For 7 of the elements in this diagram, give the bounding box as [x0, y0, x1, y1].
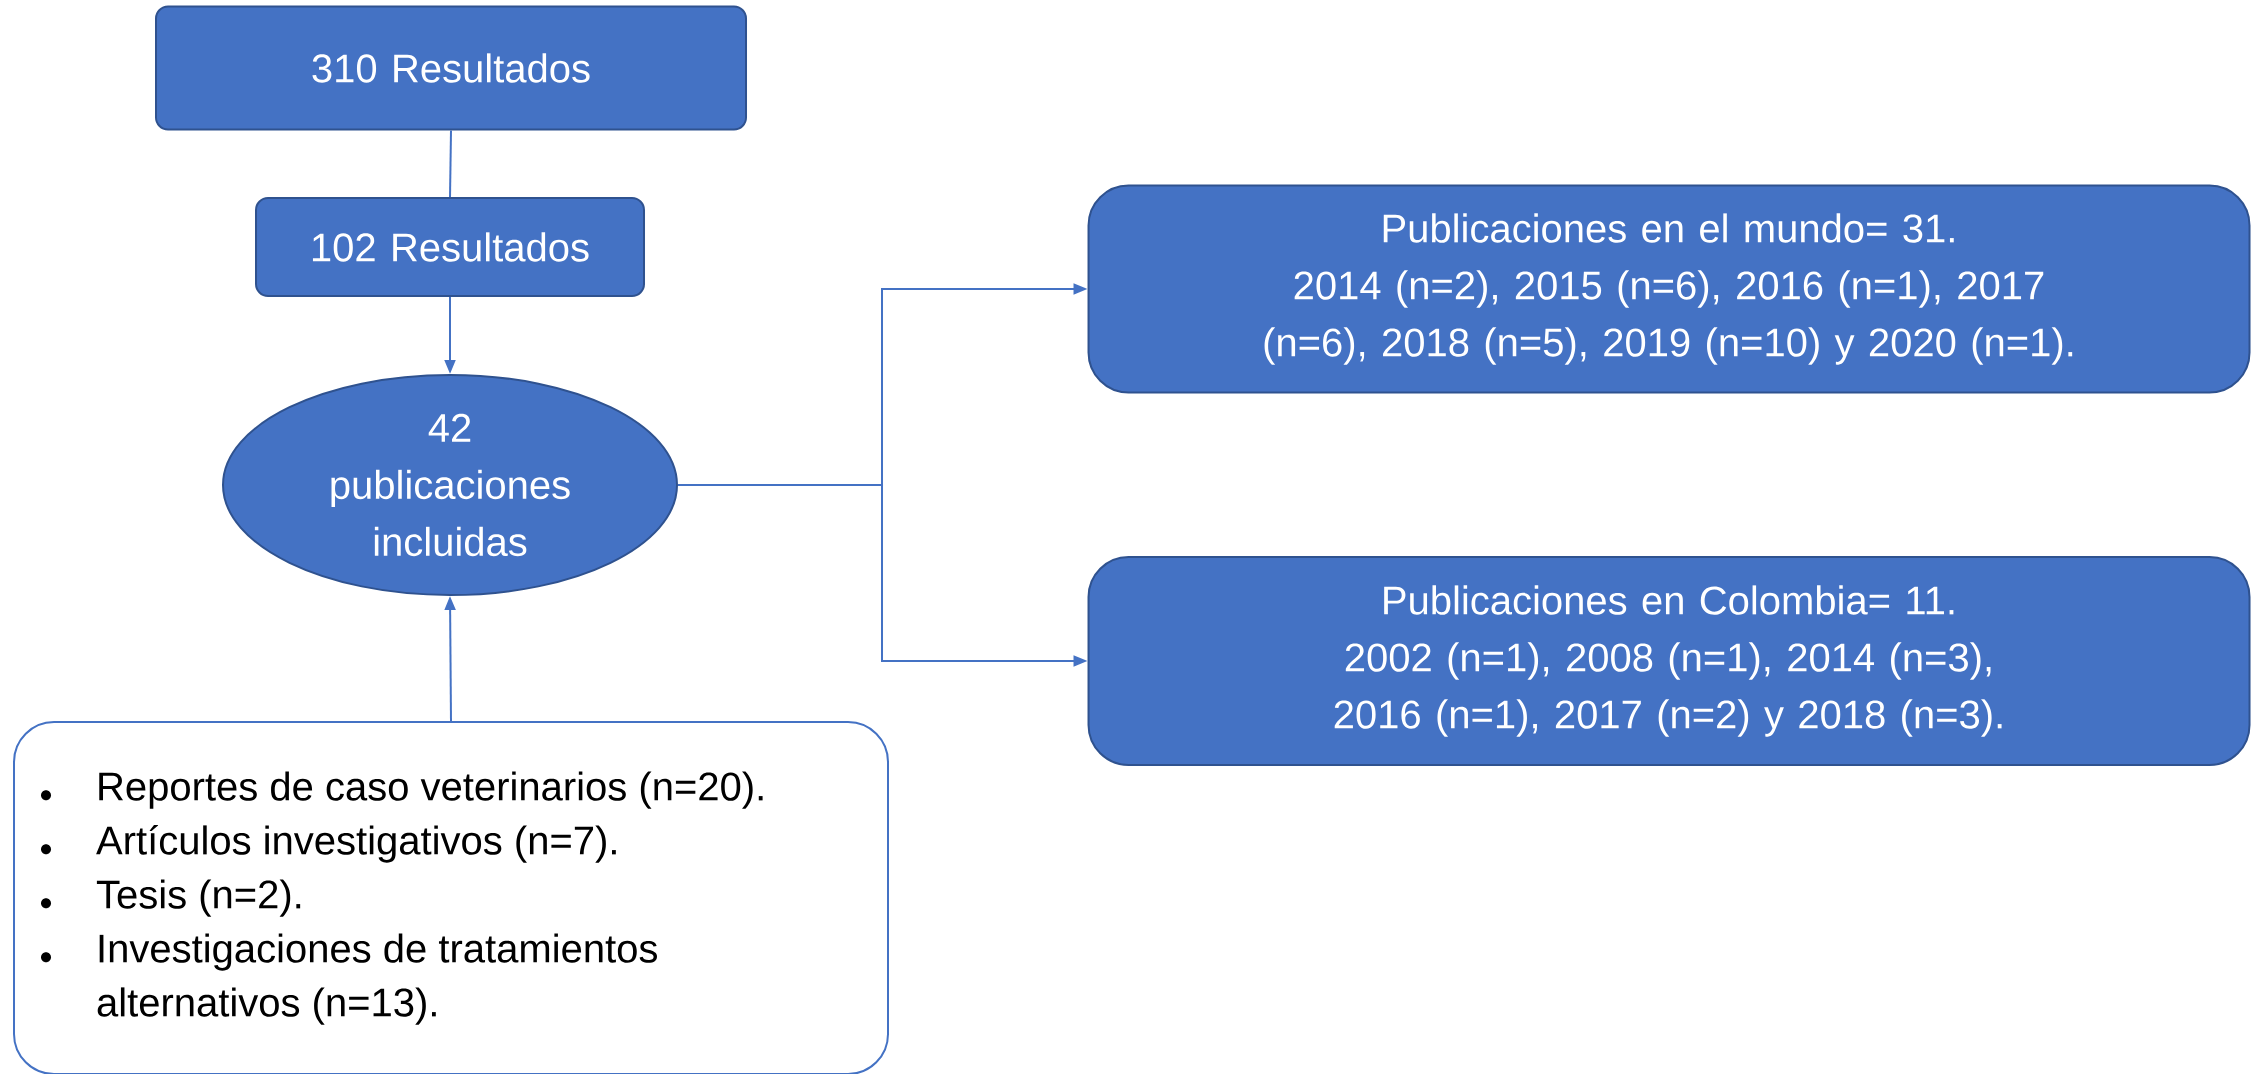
ellipse-node: 42 publicaciones incluidas	[222, 374, 678, 596]
process-box: Publicaciones en Colombia= 11. 2002 (n=1), 2008 (n=1), 2014 (n=3), 2016 (n=1), 2017 (n=2) y 2018 (n=3).	[1087, 556, 2251, 766]
process-box: Publicaciones en el mundo= 31. 2014 (n=2), 2015 (n=6), 2016 (n=1), 2017 (n=6), 2018 (n=5), 2019 (n=10) y 2020 (n=1).	[1087, 184, 2251, 394]
list-box: Reportes de caso veterinarios (n=20). Artículos investigativos (n=7). Tesis (n=2). Investigaciones de tratamientos alternativos (n=13).	[13, 721, 889, 1074]
connector-line	[449, 129, 452, 198]
process-box: 102 Resultados	[255, 197, 645, 297]
process-box: 310 Resultados	[155, 5, 747, 131]
